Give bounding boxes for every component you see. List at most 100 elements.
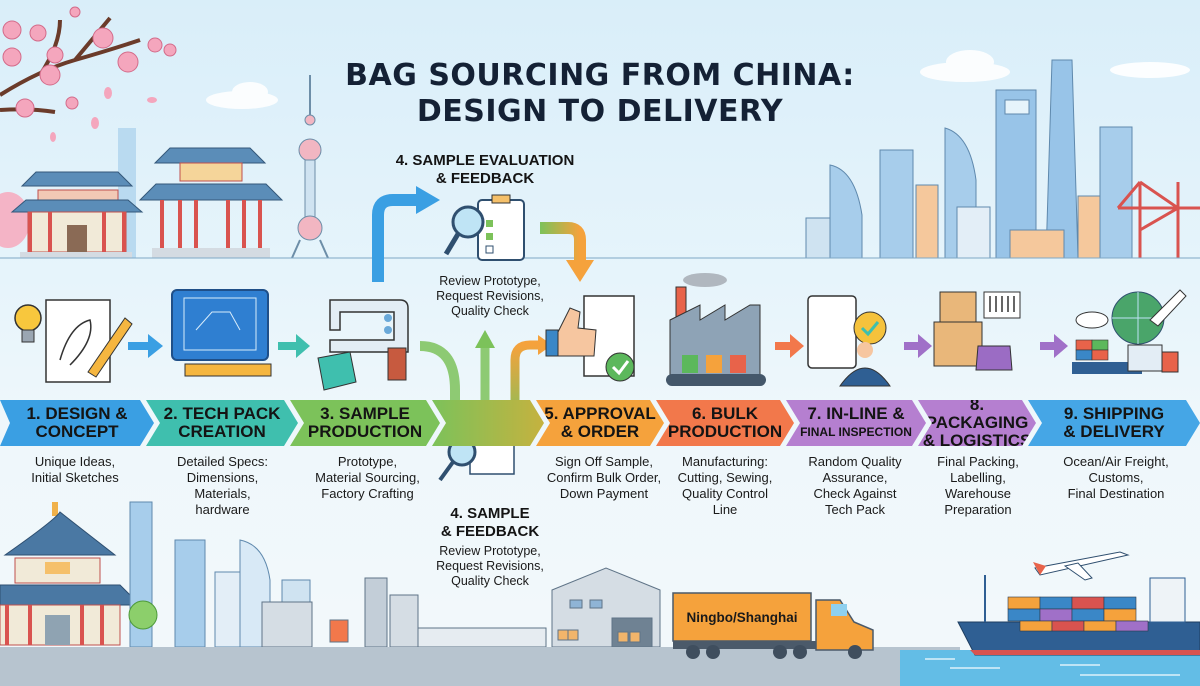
arrow-down-to-feedback [419, 341, 460, 440]
step-label: 2. TECH PACK [163, 404, 281, 423]
desc-line: Detailed Specs: [176, 454, 269, 469]
step-label: 9. SHIPPING [1063, 404, 1165, 423]
arrow-head [566, 260, 594, 282]
step-1-design-concept[interactable]: 1. DESIGN &CONCEPT [0, 400, 154, 446]
desc-line: Unique Ideas, [34, 454, 116, 469]
step-label: 5. APPROVAL [544, 404, 656, 423]
desc-line: Random Quality [808, 454, 902, 469]
road [0, 647, 960, 686]
step-7-inspection[interactable]: 7. IN-LINE & FINAL INSPECTION [786, 400, 926, 446]
desc-line: Request Revisions, [436, 289, 544, 303]
step-label: 3. SAMPLE [320, 404, 410, 423]
step-label: 7. IN-LINE & [807, 404, 905, 423]
delivery-truck [672, 592, 874, 659]
port-crane [1116, 180, 1200, 258]
desc-line: Confirm Bulk Order, [546, 470, 662, 485]
arrow-head [416, 186, 440, 214]
step-4-evaluation-description: Review Prototype, Request Revisions, Qua… [415, 274, 565, 319]
step-label: 6. BULK [691, 404, 759, 423]
arrow-to-approval-lower [510, 340, 540, 430]
cherry-blossom-branch [0, 6, 177, 248]
desc-line: Final Packing, [937, 454, 1019, 469]
step-4-connector [432, 400, 544, 446]
blueprint-ruler-icon [171, 289, 272, 377]
arrow-head [475, 330, 495, 348]
desc-line: Prototype, [337, 454, 398, 469]
desc-line: Assurance, [822, 470, 888, 485]
desc-line: Quality Control [682, 486, 768, 501]
step-4-evaluation-heading: 4. SAMPLE EVALUATION & FEEDBACK [380, 152, 590, 188]
inspector-checklist-icon [807, 295, 891, 387]
desc-line: Quality Check [451, 304, 529, 318]
oriental-pearl-tower [291, 75, 329, 259]
lightbulb-sketchpad-icon [14, 299, 133, 383]
airplane [1033, 551, 1130, 581]
desc-line: Down Payment [559, 486, 649, 501]
step-4-feedback-heading: 4. SAMPLE & FEEDBACK [425, 505, 555, 541]
cargo-ship [957, 575, 1200, 656]
arrow-to-evaluation [372, 194, 420, 282]
step-label: & ORDER [560, 422, 640, 441]
step-4-title-line-1: 4. SAMPLE [450, 505, 530, 522]
step-label: 8. PACKAGING [925, 395, 1029, 432]
step-4-title-line-2: & FEEDBACK [435, 170, 535, 187]
pagoda-center [138, 147, 284, 258]
step-9-shipping-delivery[interactable]: 9. SHIPPING& DELIVERY [1028, 400, 1200, 446]
step-label: 1. DESIGN & [26, 404, 128, 423]
globe-plane-truck-icon [1072, 289, 1187, 374]
step-label: PRODUCTION [307, 422, 423, 441]
arrow-head [538, 335, 552, 355]
thumbs-up-approval-icon [545, 295, 635, 382]
step-4-title-line-2: & FEEDBACK [440, 523, 540, 540]
step-6-description: Manufacturing: Cutting, Sewing, Quality … [660, 454, 790, 518]
step-label: & LOGISTICS [922, 431, 1032, 450]
desc-line: Labelling, [950, 470, 1006, 485]
desc-line: Cutting, Sewing, [677, 470, 773, 485]
cloud [206, 50, 1190, 109]
factory-conveyor-icon [666, 273, 766, 386]
bag-icon [329, 619, 349, 643]
step-5-approval-order[interactable]: 5. APPROVAL& ORDER [536, 400, 664, 446]
desc-line: hardware [195, 502, 250, 517]
desc-line: Initial Sketches [31, 470, 119, 485]
step-7-description: Random Quality Assurance, Check Against … [790, 454, 920, 518]
step-8-description: Final Packing, Labelling, Warehouse Prep… [922, 454, 1034, 518]
truck-label: Ningbo/Shanghai [686, 609, 798, 625]
water-waves [925, 658, 1180, 676]
step-label: PRODUCTION [667, 422, 783, 441]
pagoda-left [10, 171, 144, 258]
desc-line: Materials, [194, 486, 251, 501]
desc-line: Ocean/Air Freight, [1063, 454, 1169, 469]
step-label: CONCEPT [35, 422, 119, 441]
step-3-description: Prototype, Material Sourcing, Factory Cr… [295, 454, 440, 502]
desc-line: Quality Check [451, 574, 529, 588]
desc-line: Line [712, 502, 738, 517]
page-title: BAG SOURCING FROM CHINA: DESIGN TO DELIV… [0, 58, 1200, 130]
water [900, 650, 1200, 686]
desc-line: Factory Crafting [321, 486, 414, 501]
boxes-barcode-icon [933, 291, 1021, 371]
step-label: FINAL INSPECTION [800, 425, 912, 439]
desc-line: Warehouse [945, 486, 1011, 501]
arrow-to-approval [540, 222, 586, 262]
step-9-description: Ocean/Air Freight, Customs, Final Destin… [1036, 454, 1196, 502]
warehouse [551, 567, 661, 648]
step-4-feedback-description: Review Prototype, Request Revisions, Qua… [415, 544, 565, 589]
shanghai-skyline [805, 59, 1133, 259]
desc-line: Preparation [944, 502, 1012, 517]
desc-line: Final Destination [1067, 486, 1165, 501]
title-line-1: BAG SOURCING FROM CHINA: [345, 58, 855, 93]
title-line-2: DESIGN TO DELIVERY [416, 94, 784, 129]
step-1-description: Unique Ideas, Initial Sketches [0, 454, 150, 486]
desc-line: Dimensions, [186, 470, 259, 485]
step-label: CREATION [178, 422, 266, 441]
step-8-packaging-logistics[interactable]: 8. PACKAGING& LOGISTICS [918, 400, 1036, 446]
sewing-machine-icon [317, 299, 409, 391]
desc-line: Check Against [813, 486, 897, 501]
step-label: & DELIVERY [1063, 422, 1165, 441]
